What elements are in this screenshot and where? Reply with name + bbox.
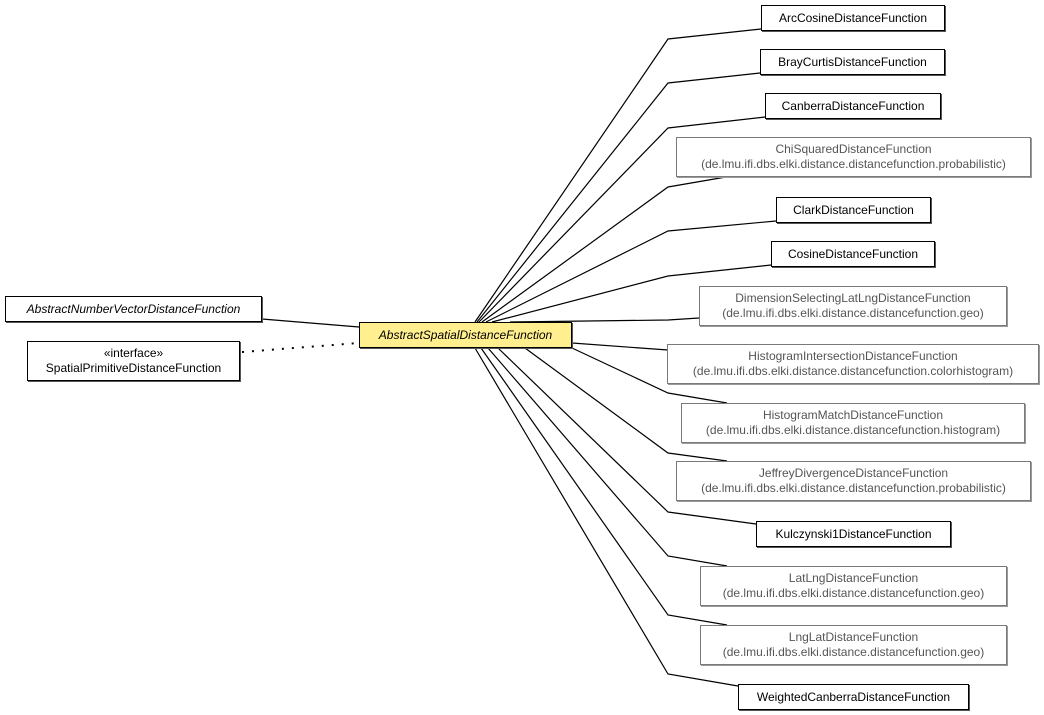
class-name: ArcCosineDistanceFunction: [778, 10, 928, 25]
class-name: SpatialPrimitiveDistanceFunction: [45, 361, 222, 375]
focus-class-node-abstract-spatial-distance-function[interactable]: AbstractSpatialDistanceFunction: [359, 322, 572, 348]
class-node-bray-curtis-distance-function[interactable]: BrayCurtisDistanceFunction: [760, 49, 945, 75]
class-node-arc-cosine-distance-function[interactable]: ArcCosineDistanceFunction: [761, 5, 945, 31]
class-name: WeightedCanberraDistanceFunction: [756, 689, 951, 704]
edge-implements-spatial-primitive-distance-function: [241, 342, 360, 353]
class-node-canberra-distance-function[interactable]: CanberraDistanceFunction: [765, 93, 941, 119]
class-node-dimension-selecting-lat-lng-distance-function[interactable]: DimensionSelectingLatLngDistanceFunction…: [699, 286, 1007, 326]
class-name: Kulczynski1DistanceFunction: [775, 526, 932, 541]
package-label: (de.lmu.ifi.dbs.elki.distance.distancefu…: [701, 481, 1006, 495]
package-label: (de.lmu.ifi.dbs.elki.distance.distancefu…: [705, 423, 1001, 437]
edge-inherits-lng-lat-distance-function: [480, 347, 728, 626]
package-label: (de.lmu.ifi.dbs.elki.distance.distancefu…: [722, 645, 985, 659]
edge-inherits-chi-squared-distance-function: [481, 176, 727, 323]
class-name: CosineDistanceFunction: [787, 246, 919, 261]
class-node-abstract-number-vector-distance-function[interactable]: AbstractNumberVectorDistanceFunction: [5, 296, 262, 322]
package-label: (de.lmu.ifi.dbs.elki.distance.distancefu…: [692, 364, 1014, 378]
edge-inherits-canberra-distance-function: [478, 116, 766, 323]
class-node-lat-lng-distance-function[interactable]: LatLngDistanceFunction (de.lmu.ifi.dbs.e…: [700, 566, 1007, 606]
class-name: LatLngDistanceFunction: [788, 571, 919, 585]
edge-inherits-bray-curtis-distance-function: [476, 72, 761, 323]
class-name: ClarkDistanceFunction: [793, 202, 914, 217]
edge-extends-abstract-number-vector-distance-function: [261, 318, 360, 328]
edge-inherits-lat-lng-distance-function: [487, 347, 728, 567]
class-node-kulczynski1-distance-function[interactable]: Kulczynski1DistanceFunction: [756, 521, 951, 547]
class-node-clark-distance-function[interactable]: ClarkDistanceFunction: [776, 197, 931, 223]
package-label: (de.lmu.ifi.dbs.elki.distance.distancefu…: [722, 306, 984, 320]
class-name: LngLatDistanceFunction: [788, 630, 919, 644]
class-name: ChiSquaredDistanceFunction: [775, 142, 932, 156]
class-node-jeffrey-divergence-distance-function[interactable]: JeffreyDivergenceDistanceFunction (de.lm…: [676, 461, 1031, 501]
edge-inherits-kulczynski1-distance-function: [497, 347, 757, 525]
class-name: AbstractSpatialDistanceFunction: [378, 327, 553, 342]
edge-inherits-weighted-canberra-distance-function: [474, 347, 739, 687]
edge-inherits-cosine-distance-function: [491, 264, 772, 323]
class-node-cosine-distance-function[interactable]: CosineDistanceFunction: [771, 241, 935, 267]
class-node-histogram-intersection-distance-function[interactable]: HistogramIntersectionDistanceFunction (d…: [667, 344, 1039, 384]
class-name: HistogramMatchDistanceFunction: [762, 408, 944, 422]
class-node-chi-squared-distance-function[interactable]: ChiSquaredDistanceFunction (de.lmu.ifi.d…: [676, 137, 1031, 177]
edge-inherits-clark-distance-function: [485, 220, 777, 323]
package-label: (de.lmu.ifi.dbs.elki.distance.distancefu…: [722, 586, 985, 600]
class-name: CanberraDistanceFunction: [781, 98, 925, 113]
edge-inherits-arc-cosine-distance-function: [474, 28, 762, 323]
class-name: HistogramIntersectionDistanceFunction: [748, 349, 958, 363]
edge-inherits-dimension-selecting-lat-lng-distance-function: [509, 317, 700, 323]
interface-node-spatial-primitive-distance-function[interactable]: «interface» SpatialPrimitiveDistanceFunc…: [27, 341, 240, 381]
edge-inherits-jeffrey-divergence-distance-function: [524, 347, 728, 462]
class-node-weighted-canberra-distance-function[interactable]: WeightedCanberraDistanceFunction: [738, 684, 969, 710]
package-label: (de.lmu.ifi.dbs.elki.distance.distancefu…: [701, 157, 1006, 171]
class-name: JeffreyDivergenceDistanceFunction: [758, 466, 949, 480]
class-node-lng-lat-distance-function[interactable]: LngLatDistanceFunction (de.lmu.ifi.dbs.e…: [700, 625, 1007, 665]
class-node-histogram-match-distance-function[interactable]: HistogramMatchDistanceFunction (de.lmu.i…: [681, 403, 1025, 443]
edge-inherits-histogram-match-distance-function: [571, 347, 728, 404]
stereotype-label: «interface»: [103, 346, 164, 360]
class-name: BrayCurtisDistanceFunction: [778, 54, 927, 69]
class-name: DimensionSelectingLatLngDistanceFunction: [735, 291, 971, 305]
class-name: AbstractNumberVectorDistanceFunction: [26, 301, 241, 316]
